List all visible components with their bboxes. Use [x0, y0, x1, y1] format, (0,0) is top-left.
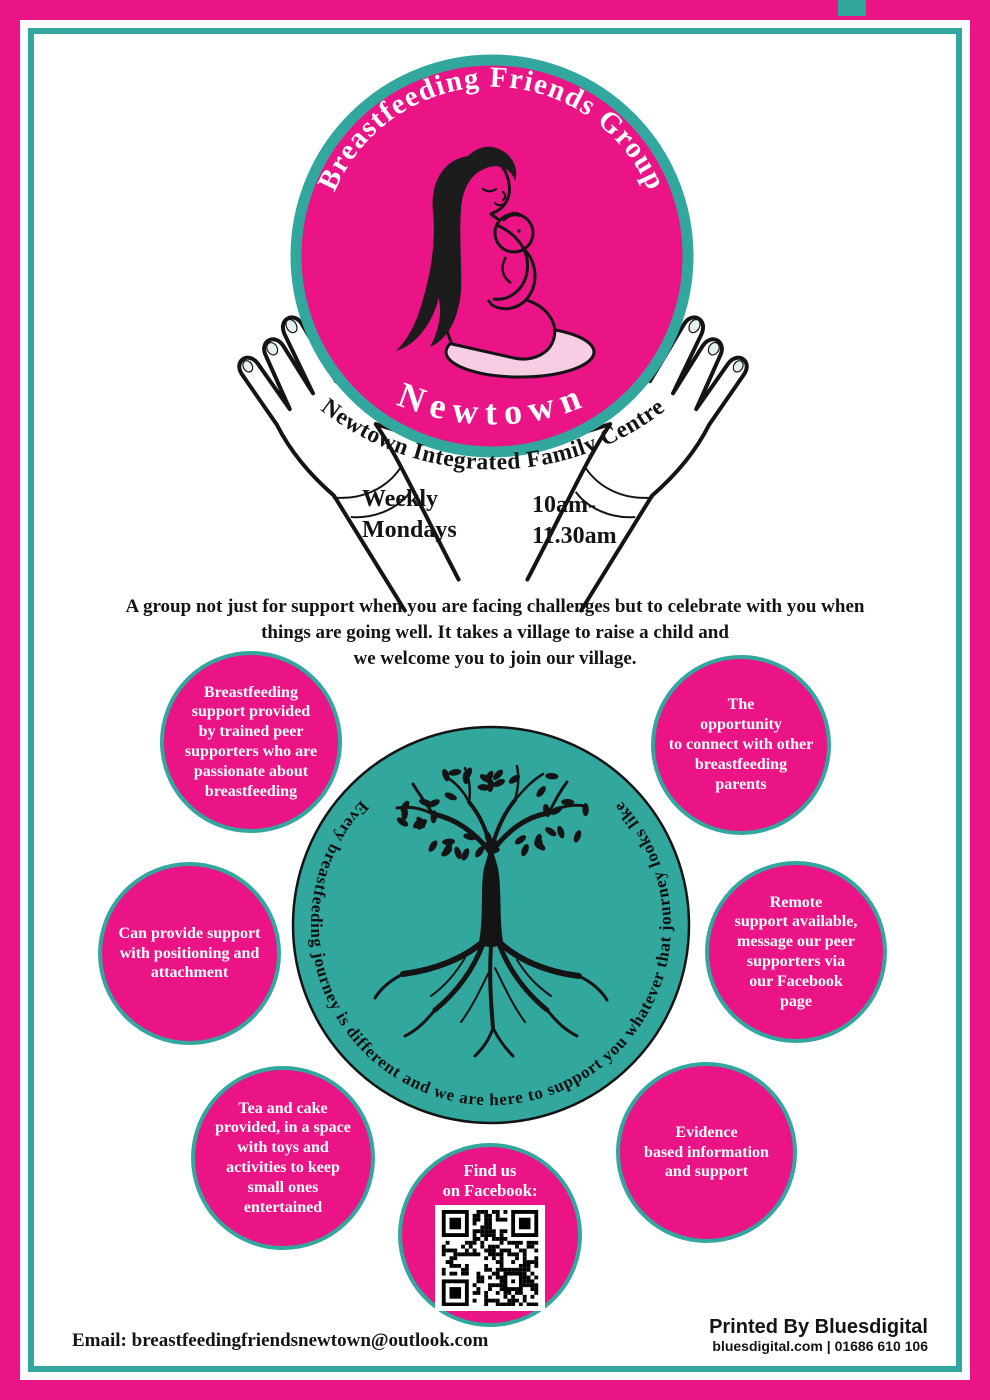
- printer-contact: bluesdigital.com | 01686 610 106: [712, 1338, 928, 1354]
- facebook-label: Find us on Facebook:: [442, 1161, 538, 1200]
- mother-baby-illustration: [396, 146, 596, 379]
- right-hand-illustration: [525, 315, 749, 613]
- bubble-connect: The opportunity to connect with other br…: [651, 655, 831, 835]
- baby-eye: [517, 229, 521, 233]
- bubble-text: Evidence based information and support: [644, 1123, 769, 1181]
- frame-notch: [838, 0, 866, 16]
- schedule-days: Weekly Mondays: [362, 486, 457, 543]
- facebook-bubble: Find us on Facebook:: [398, 1143, 582, 1327]
- qr-code: [435, 1204, 545, 1311]
- mother-arm: [492, 224, 529, 301]
- palm-creases: [574, 466, 654, 519]
- tree-trunk: [479, 844, 503, 948]
- baby-body: [486, 247, 537, 311]
- baby-face: [501, 212, 521, 285]
- bubble-tea-cake: Tea and cake provided, in a space with t…: [191, 1066, 375, 1250]
- printer-credit: Printed By Bluesdigital bluesdigital.com…: [709, 1316, 928, 1354]
- bubble-text: Tea and cake provided, in a space with t…: [215, 1099, 351, 1216]
- header-art: Breastfeeding Friends Group Newtown Newt…: [237, 54, 749, 613]
- mother-hair: [396, 146, 517, 351]
- bubble-text: The opportunity to connect with other br…: [668, 696, 814, 793]
- palm-creases: [332, 466, 412, 519]
- schedule-time: 10am- 11.30am: [532, 492, 617, 549]
- bubble-text: Can provide support with positioning and…: [118, 924, 261, 982]
- tree-leaves: [396, 767, 589, 861]
- bubble-text: Remote support available, message our pe…: [734, 893, 858, 1010]
- tree-circle: Every breastfeeding journey is different…: [291, 725, 691, 1125]
- bubble-peer-support: Breastfeeding support provided by traine…: [160, 651, 342, 833]
- baby-head: [493, 212, 535, 254]
- bubble-evidence: Evidence based information and support: [616, 1062, 797, 1243]
- bubble-text: Breastfeeding support provided by traine…: [184, 683, 318, 800]
- bubble-remote-support: Remote support available, message our pe…: [705, 861, 887, 1043]
- tree-roots: [373, 937, 609, 1058]
- mother-face: [481, 187, 507, 207]
- printed-by: Printed By Bluesdigital: [709, 1316, 928, 1338]
- intro-text: A group not just for support when you ar…: [125, 596, 865, 670]
- email-text: Email: breastfeedingfriendsnewtown@outlo…: [72, 1330, 489, 1351]
- bubble-positioning: Can provide support with positioning and…: [98, 862, 281, 1045]
